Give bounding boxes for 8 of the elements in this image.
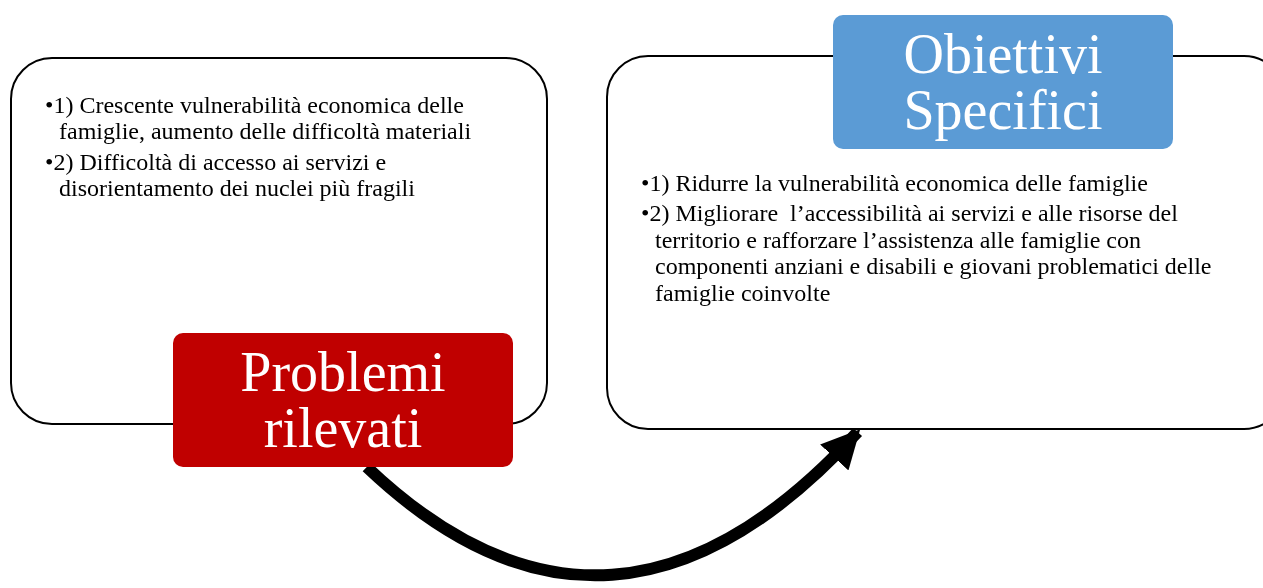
heading-box (833, 15, 1173, 149)
bullet-text: •2) Migliorare l’accessibilità ai servizi e alle risorse del territorio e rafforzare l’assistenza alle famiglie con componenti anziani e disabili e giovani problematici delle famiglie coinvolte (641, 200, 1213, 306)
heading-box (173, 333, 513, 467)
bullet-text: •1) Ridurre la vulnerabilità economica delle famiglie (641, 170, 1149, 197)
bullet-text: •2) Difficoltà di accesso ai servizi e disorientamento dei nuclei più fragili (45, 148, 416, 202)
curved-arrow (362, 427, 862, 581)
bullet-text: •1) Crescente vulnerabilità economica delle famiglie, aumento delle difficoltà materiali (45, 92, 473, 145)
heading-text: Problemi rilevati (239, 344, 447, 456)
